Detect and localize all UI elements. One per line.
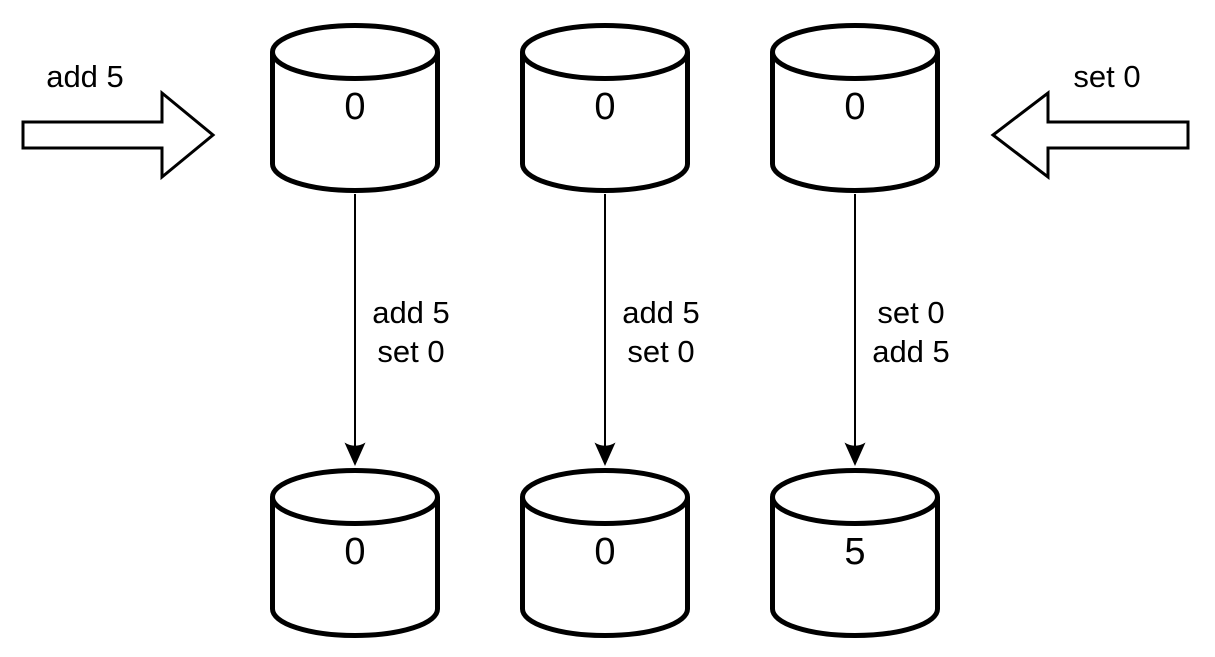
replica-3-before: 0 — [773, 26, 938, 191]
arrowhead-down-icon — [844, 442, 866, 466]
transition-arrow-2: add 5 set 0 — [594, 194, 700, 466]
arrowhead-down-icon — [344, 442, 366, 466]
transition-2-op-1: add 5 — [622, 295, 700, 330]
replica-2-before: 0 — [523, 26, 688, 191]
replica-3-after: 5 — [773, 471, 938, 636]
replica-3-after-value: 5 — [844, 531, 865, 573]
arrowhead-down-icon — [594, 442, 616, 466]
left-block-arrow-icon — [990, 89, 1190, 181]
replica-2-after: 0 — [523, 471, 688, 636]
right-block-arrow-icon — [21, 89, 216, 181]
incoming-right-label: set 0 — [1073, 59, 1140, 94]
replica-1-after: 0 — [273, 471, 438, 636]
transition-arrow-1: add 5 set 0 — [344, 194, 450, 466]
replica-2-after-value: 0 — [594, 531, 615, 573]
replica-1-before-value: 0 — [344, 86, 365, 128]
incoming-operation-left: add 5 — [21, 59, 216, 181]
replica-1-after-value: 0 — [344, 531, 365, 573]
replica-1-before: 0 — [273, 26, 438, 191]
transition-arrow-3: set 0 add 5 — [844, 194, 950, 466]
transition-1-op-1: add 5 — [372, 295, 450, 330]
incoming-operation-right: set 0 — [990, 59, 1190, 181]
transition-3-op-1: set 0 — [877, 295, 944, 330]
transition-3-op-2: add 5 — [872, 334, 950, 369]
replica-3-before-value: 0 — [844, 86, 865, 128]
transition-1-op-2: set 0 — [377, 334, 444, 369]
incoming-left-label: add 5 — [46, 59, 124, 94]
replica-2-before-value: 0 — [594, 86, 615, 128]
transition-2-op-2: set 0 — [627, 334, 694, 369]
